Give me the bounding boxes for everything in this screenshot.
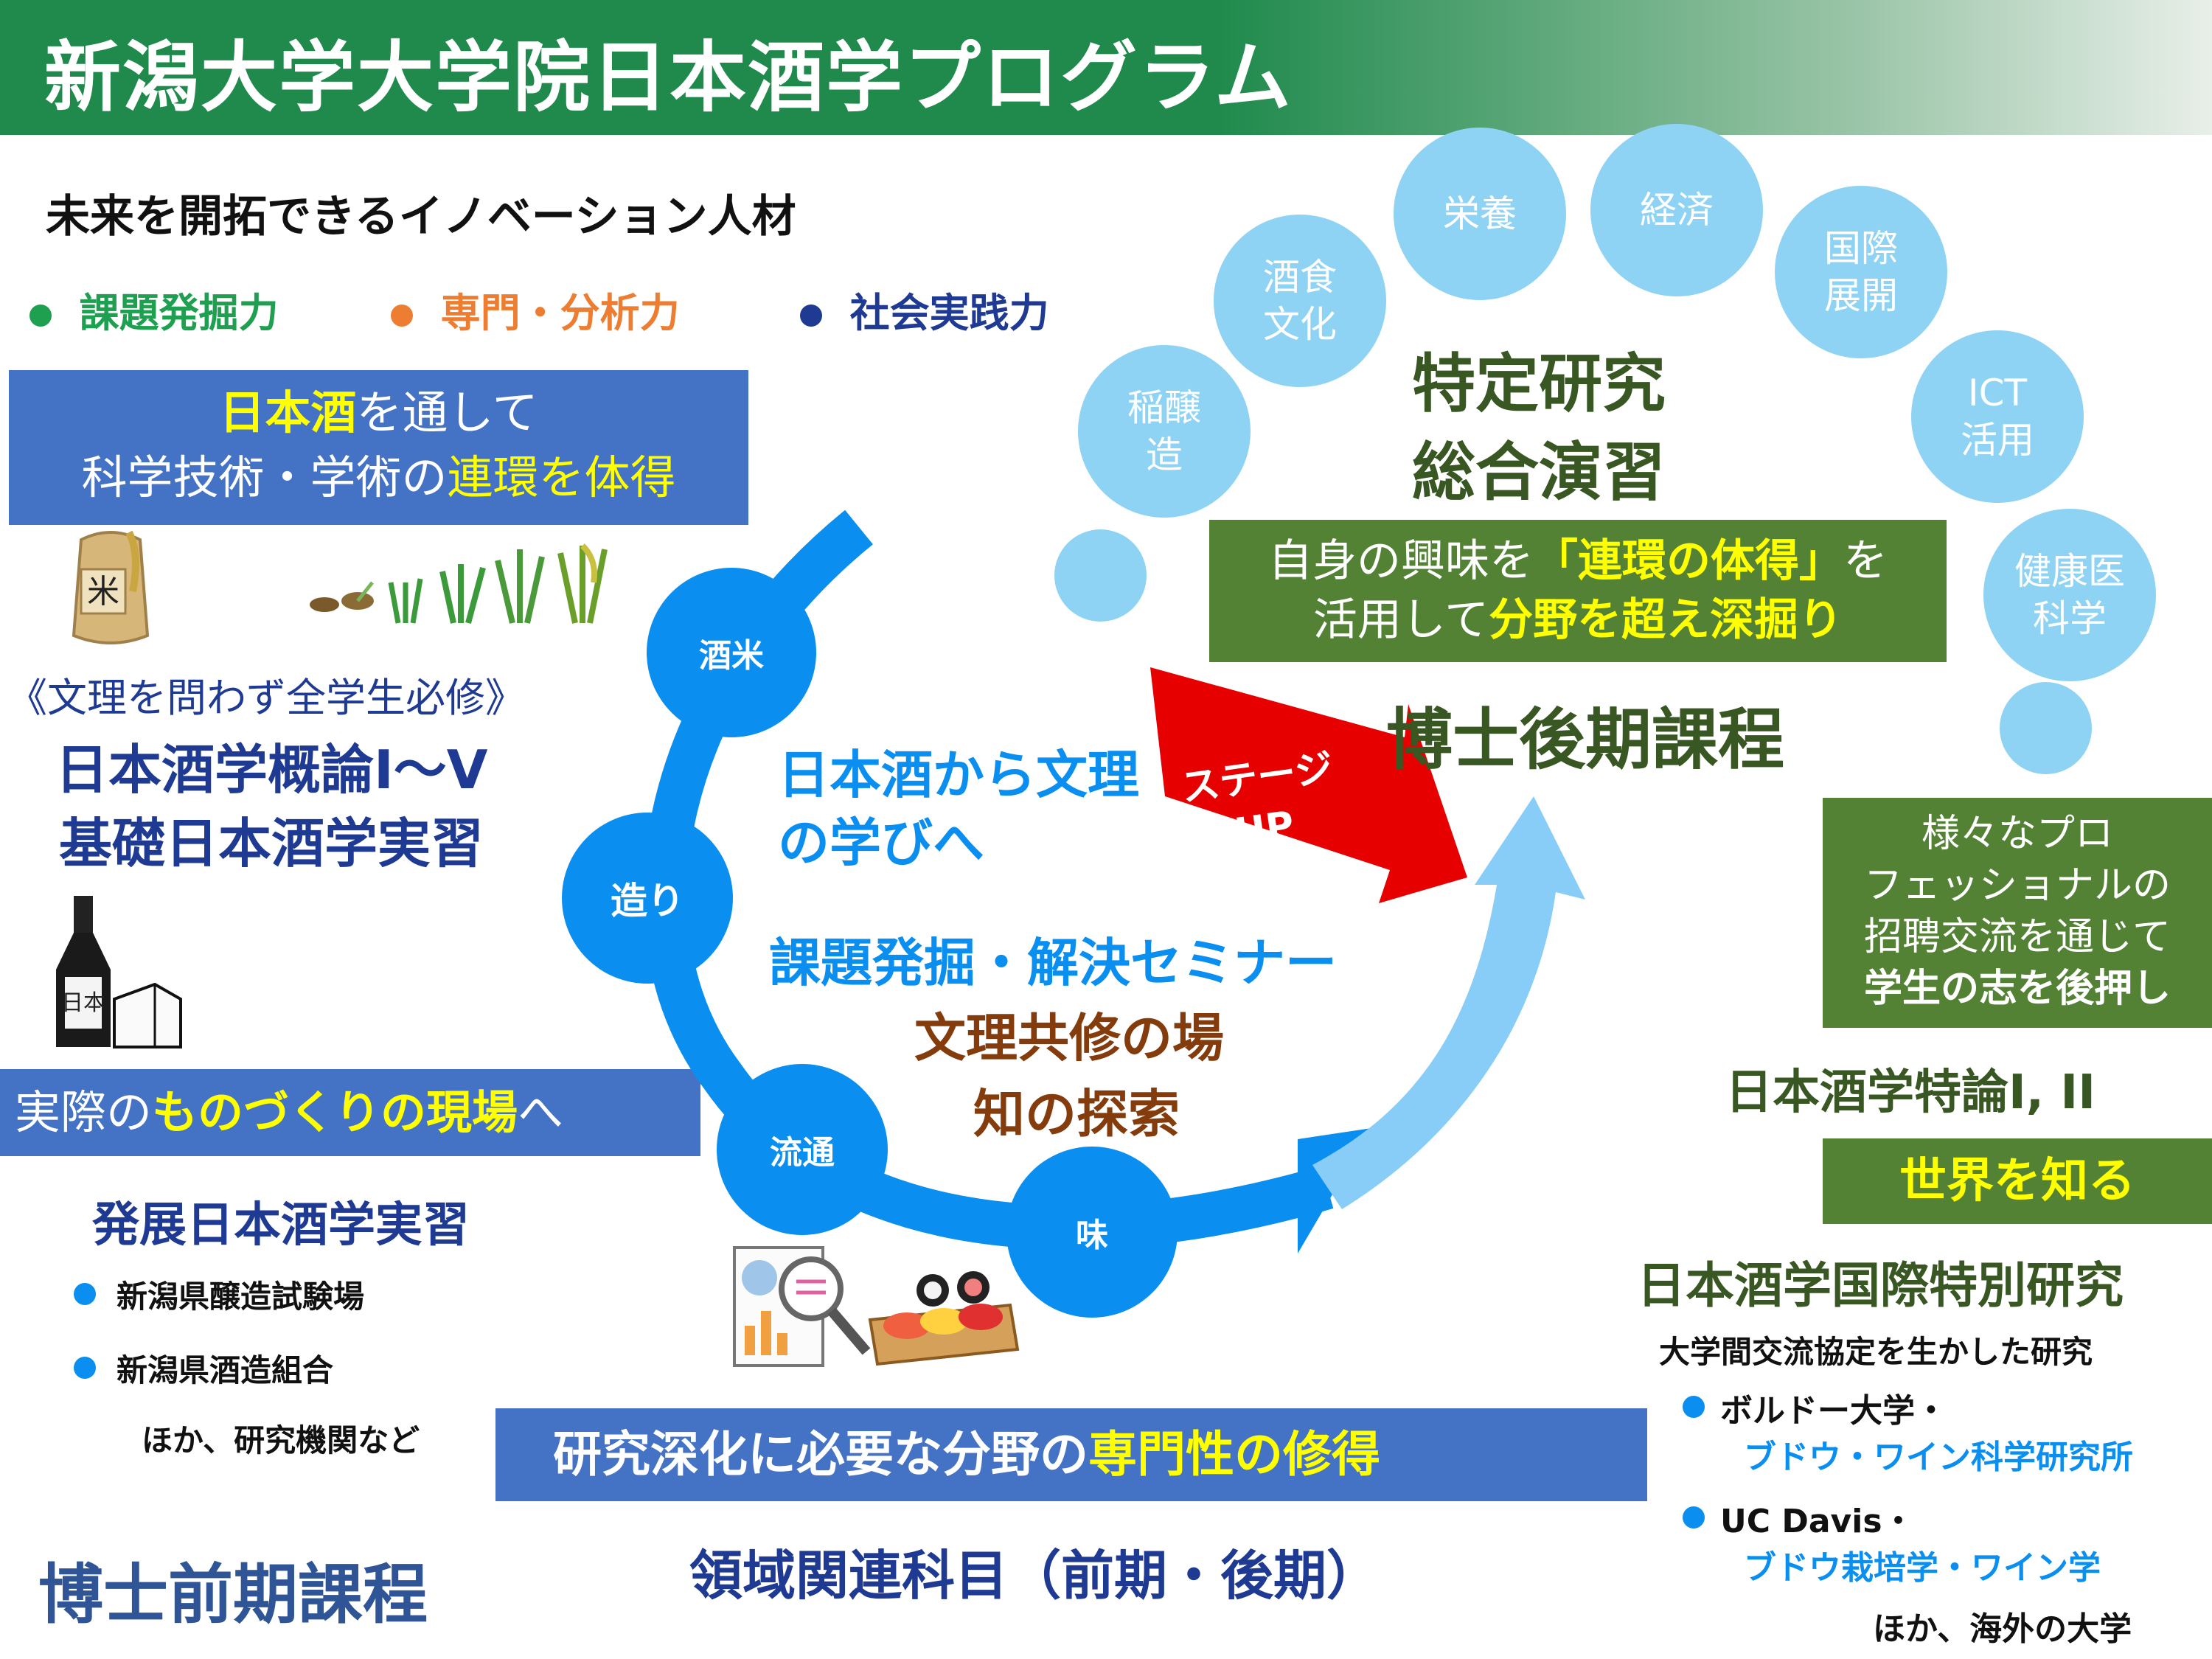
specialization-box: 研究深化に必要な分野の専門性の修得 bbox=[495, 1408, 1647, 1501]
partner-item: 新潟県醸造試験場 bbox=[116, 1279, 365, 1315]
special-lecture: 日本酒学特論I, II bbox=[1725, 1065, 2096, 1120]
green-dot-icon bbox=[29, 305, 52, 327]
ability-practice: 社会実践力 bbox=[800, 280, 1049, 338]
monozukuri-box: 実際のものづくりの現場へ bbox=[0, 1069, 700, 1156]
international-research: 日本酒学国際特別研究 bbox=[1637, 1257, 2124, 1314]
field-bubble: 経済 bbox=[1590, 124, 1763, 296]
partner-item: 新潟県酒造組合 bbox=[116, 1352, 334, 1388]
intl-partner-name: UC Davis・ bbox=[1720, 1503, 1915, 1540]
seminar-label: 課題発掘・解決セミナー bbox=[769, 933, 1337, 993]
required-note: 《文理を問わず全学生必修》 bbox=[7, 675, 525, 721]
general-seminar: 総合演習 bbox=[1412, 436, 1666, 509]
field-bubble: 酒食文化 bbox=[1214, 215, 1386, 387]
tagline: 未来を開拓できるイノベーション人材 bbox=[46, 191, 796, 243]
course-advanced-practice: 発展日本酒学実習 bbox=[92, 1198, 470, 1253]
field-bubble: 国際展開 bbox=[1775, 186, 1947, 358]
field-bubble: ICT活用 bbox=[1911, 330, 2084, 503]
bullet-icon bbox=[74, 1283, 96, 1305]
international-research-sub: 大学間交流協定を生かした研究 bbox=[1659, 1334, 2093, 1370]
cycle-headline: 日本酒から文理の学びへ bbox=[778, 745, 1139, 873]
related-subjects: 領域関連科目（前期・後期） bbox=[689, 1545, 1380, 1607]
intl-partner-name: ボルドー大学・ bbox=[1720, 1392, 1947, 1430]
field-bubble: 栄養 bbox=[1394, 128, 1566, 300]
bullet-icon bbox=[1683, 1396, 1705, 1418]
intl-partner-dept: ブドウ栽培学・ワイン学 bbox=[1744, 1549, 2101, 1587]
small-bubble bbox=[2000, 682, 2092, 774]
cycle-step-brewing: 造り bbox=[562, 813, 733, 984]
course-basic-practice: 基礎日本酒学実習 bbox=[59, 813, 484, 874]
svg-text:米: 米 bbox=[87, 573, 119, 611]
small-bubble bbox=[1054, 529, 1147, 622]
know-the-world-box: 世界を知る bbox=[1823, 1138, 2212, 1224]
sushi-icon bbox=[868, 1271, 1020, 1366]
ability-analysis: 専門・分析力 bbox=[391, 280, 680, 338]
master-course-label: 博士前期課程 bbox=[38, 1557, 428, 1632]
explore-label: 知の探索 bbox=[973, 1084, 1180, 1144]
co-study-label: 文理共修の場 bbox=[914, 1008, 1224, 1068]
professional-exchange-box: 様々なプロ フェッショナルの 招聘交流を通じて 学生の志を後押し bbox=[1823, 798, 2212, 1028]
cycle-step-taste: 味 bbox=[1006, 1147, 1178, 1318]
rice-plants-icon bbox=[310, 543, 608, 625]
course-intro: 日本酒学概論I～V bbox=[55, 739, 488, 801]
svg-text:日本: 日本 bbox=[61, 990, 105, 1016]
navy-dot-icon bbox=[800, 305, 822, 327]
field-bubble: 稲醸造 bbox=[1078, 345, 1251, 518]
bullet-icon bbox=[1683, 1506, 1705, 1528]
cycle-step-distribution: 流通 bbox=[717, 1064, 888, 1235]
rice-bag-icon: 米 bbox=[72, 530, 150, 644]
bullet-icon bbox=[74, 1357, 96, 1379]
analysis-report-icon bbox=[733, 1246, 871, 1367]
sake-intro-box: 日本酒を通して 科学技術・学術の連環を体得 bbox=[9, 370, 748, 525]
deep-dive-box: 自身の興味を「連環の体得」を 活用して分野を超え深掘り bbox=[1209, 520, 1947, 662]
partners-more: ほか、研究機関など bbox=[142, 1422, 420, 1458]
orange-dot-icon bbox=[391, 305, 413, 327]
ability-discovery: 課題発掘力 bbox=[29, 280, 279, 338]
field-bubble: 健康医科学 bbox=[1983, 509, 2156, 681]
header-bar bbox=[0, 0, 2212, 135]
sake-bottle-icon: 日本 bbox=[56, 896, 182, 1048]
doctor-course-label: 博士後期課程 bbox=[1386, 701, 1784, 779]
intl-partner-dept: ブドウ・ワイン科学研究所 bbox=[1744, 1439, 2133, 1476]
page-title: 新潟大学大学院日本酒学プログラム bbox=[44, 32, 1293, 122]
intl-partners-more: ほか、海外の大学 bbox=[1873, 1610, 2132, 1648]
cycle-step-sakamai: 酒米 bbox=[647, 568, 816, 737]
specific-research: 特定研究 bbox=[1412, 347, 1666, 421]
